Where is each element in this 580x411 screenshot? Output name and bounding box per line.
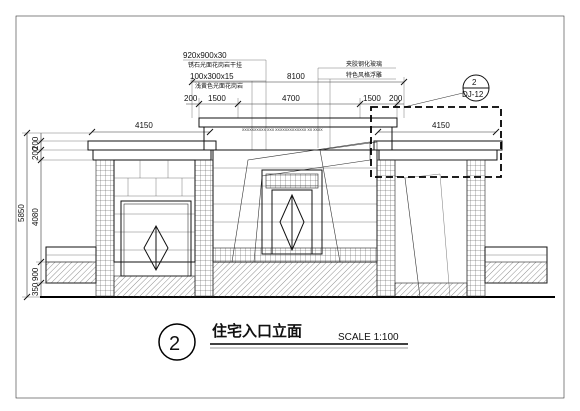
note-tile-desc: 浅黄色光面花岗岩 — [195, 82, 243, 90]
title-name: 住宅入口立面 — [212, 322, 302, 340]
dim-top-right-small: 200 — [389, 94, 403, 103]
dim-left-span: 4150 — [135, 121, 153, 130]
note-glass: 夹胶钢化玻璃 — [346, 60, 382, 68]
dim-top-total: 8100 — [287, 72, 305, 81]
detail-tag-ref: DJ-12 — [462, 90, 484, 99]
detail-box — [370, 106, 502, 178]
dim-height-total: 5850 — [17, 204, 26, 222]
drawing-title-block: 2 住宅入口立面 SCALE 1:100 — [158, 322, 408, 361]
note-relief: 特色风格浮雕 — [346, 71, 382, 79]
dim-top-left-small: 200 — [184, 94, 198, 103]
dim-height-plinth: 350 — [31, 282, 40, 296]
sheet-frame — [15, 15, 565, 399]
dim-height-main: 4080 — [31, 208, 40, 226]
dim-top-mid-seg: 4700 — [282, 94, 300, 103]
dim-height-base: 900 — [31, 267, 40, 281]
dim-height-top-b: 200 — [31, 146, 40, 160]
note-stone-desc: 锈石光面花岗岩干挂 — [188, 61, 242, 69]
building-elevation — [40, 117, 555, 298]
dim-top-right-seg: 1500 — [363, 94, 381, 103]
dim-right-span: 4150 — [432, 121, 450, 130]
top-dimension-chain: 8100 200 1500 4700 1500 200 4150 4150 — [88, 72, 500, 136]
note-tile-size: 100x300x15 — [190, 72, 234, 81]
title-scale: SCALE 1:100 — [338, 332, 399, 343]
right-outer-column — [466, 159, 486, 298]
dim-height-top-a: 200 — [31, 136, 40, 150]
right-inner-column — [376, 159, 396, 298]
detail-callout: 2 DJ-12 — [403, 74, 490, 108]
dim-top-left-seg: 1500 — [208, 94, 226, 103]
left-inner-column — [194, 159, 214, 298]
note-stone-size: 920x900x30 — [183, 51, 227, 60]
material-notes: 920x900x30 锈石光面花岗岩干挂 100x300x15 浅黄色光面花岗岩… — [183, 51, 396, 150]
detail-tag-number: 2 — [472, 78, 477, 87]
note-signage: XXXXXXXXXX XXX XXXXXXXXXXXXX XX XXXX — [242, 128, 323, 132]
title-number: 2 — [169, 333, 180, 355]
left-outer-column — [95, 159, 115, 298]
title-number-circle — [158, 323, 196, 361]
